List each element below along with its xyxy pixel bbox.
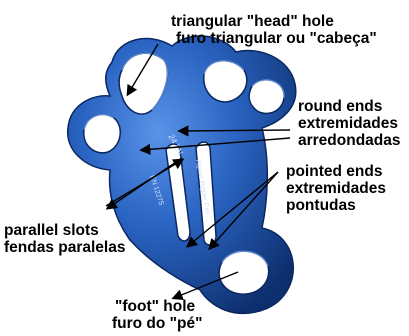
label-pointed-en: pointed ends xyxy=(286,163,386,180)
label-head-en: triangular "head" hole xyxy=(171,13,377,30)
label-slots-en: parallel slots xyxy=(4,222,125,239)
label-pointed-pt-2: pontudas xyxy=(286,197,386,214)
label-foot-pt: furo do "pé" xyxy=(112,315,202,332)
label-parallel-slots: parallel slots fendas paralelas xyxy=(4,222,125,256)
label-head-pt: furo triangular ou "cabeça" xyxy=(171,30,377,47)
label-slots-pt: fendas paralelas xyxy=(4,239,125,256)
label-round-pt-2: arredondadas xyxy=(298,132,401,149)
label-foot-en: "foot" hole xyxy=(112,298,202,315)
arrow-round-end-1 xyxy=(180,130,290,131)
label-round-ends: round ends extremidades arredondadas xyxy=(298,98,401,149)
label-round-en: round ends xyxy=(298,98,401,115)
label-foot-hole: "foot" hole furo do "pé" xyxy=(112,298,202,332)
label-pointed-pt-1: extremidades xyxy=(286,180,386,197)
rigging-plate-body xyxy=(68,36,296,313)
label-head-hole: triangular "head" hole furo triangular o… xyxy=(171,13,377,47)
label-pointed-ends: pointed ends extremidades pontudas xyxy=(286,163,386,214)
label-round-pt-1: extremidades xyxy=(298,115,401,132)
